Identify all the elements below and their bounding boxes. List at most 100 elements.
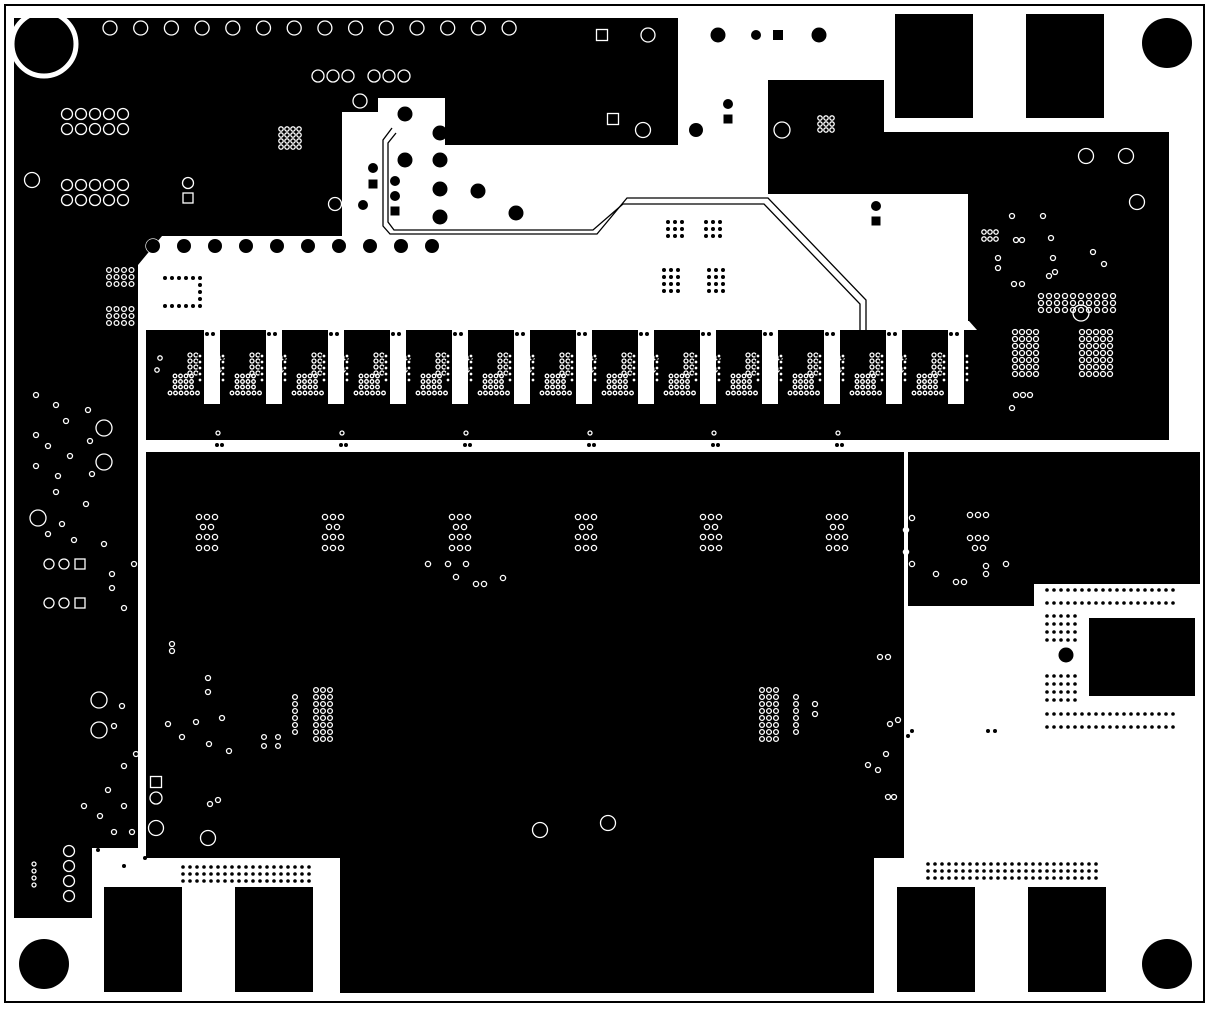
thermal-via: [666, 227, 670, 231]
thermal-via: [860, 384, 865, 390]
thermal-via: [364, 373, 369, 379]
small-via: [120, 305, 128, 313]
stitch-via: [319, 686, 327, 694]
thermal-via: [477, 390, 483, 396]
stitch-via: [452, 523, 460, 531]
small-via: [1047, 234, 1055, 242]
stitch-via: [195, 879, 199, 883]
stitch-via: [715, 533, 723, 541]
stitch-via: [996, 869, 1000, 873]
stitch-via: [587, 443, 591, 447]
thermal-via: [933, 384, 938, 390]
edge-via: [577, 332, 581, 336]
stitch-via: [758, 686, 766, 694]
small-via: [128, 319, 135, 327]
small-via: [650, 367, 656, 373]
stitch-via: [329, 533, 337, 541]
thermal-via: [550, 384, 555, 390]
thermal-via: [736, 379, 741, 384]
thermal-via: [601, 390, 607, 396]
small-via: [1018, 328, 1026, 336]
stitch-via: [1010, 876, 1014, 880]
stitch-via: [833, 544, 841, 552]
thermal-via: [198, 283, 202, 287]
thermal-via: [685, 379, 690, 384]
thermal-via: [815, 390, 820, 396]
stitch-via: [772, 700, 780, 708]
thermal-via: [443, 390, 448, 396]
pad-row-black: [332, 239, 346, 253]
mounting-pad: [599, 814, 617, 832]
stitch-via: [940, 869, 944, 873]
thermal-via: [931, 364, 937, 370]
thermal-via-open: [693, 353, 699, 359]
stitch-via: [1115, 601, 1119, 605]
thermal-via: [683, 370, 689, 376]
stitch-via: [1066, 698, 1070, 702]
stitch-via: [1073, 614, 1077, 618]
thermal-pad-strip: [390, 330, 406, 404]
stitch-via: [499, 574, 507, 582]
edge-via: [707, 332, 711, 336]
stitch-via: [1059, 725, 1063, 729]
thermal-via: [871, 390, 877, 396]
edge-via: [329, 332, 333, 336]
thermal-via-open: [468, 371, 474, 377]
thermal-via: [718, 220, 722, 224]
connector-pad-bottom-4: [1028, 887, 1106, 992]
thermal-via-open: [693, 377, 699, 383]
small-via: [994, 254, 1002, 262]
connector-pin: [116, 122, 130, 136]
stitch-via: [968, 862, 972, 866]
thermal-via: [358, 384, 364, 390]
small-via: [1078, 342, 1086, 350]
thermal-via: [877, 390, 882, 396]
stitch-via: [1073, 712, 1077, 716]
small-via: [113, 273, 120, 281]
connector-pin: [74, 107, 88, 121]
thermal-via: [189, 390, 195, 396]
thermal-via-open: [716, 365, 722, 371]
header-pin: [194, 20, 210, 36]
small-via: [128, 312, 135, 320]
stitch-via: [1080, 876, 1084, 880]
stitch-via: [833, 513, 841, 521]
stitch-via: [979, 544, 987, 552]
small-via: [1025, 335, 1033, 343]
thermal-via: [736, 390, 742, 396]
stitch-via: [574, 513, 582, 521]
stitch-via: [1080, 725, 1084, 729]
stitch-via: [792, 700, 800, 708]
small-via: [993, 236, 999, 242]
small-via: [817, 121, 823, 127]
stitch-via: [1052, 682, 1056, 686]
stitch-via: [940, 876, 944, 880]
stitch-via: [772, 714, 780, 722]
thermal-via: [163, 276, 167, 280]
thermal-via-open: [716, 353, 722, 359]
stitch-via: [1059, 690, 1063, 694]
small-via: [526, 367, 532, 373]
thermal-via: [297, 390, 302, 396]
thermal-via: [431, 379, 437, 384]
small-via: [1061, 292, 1069, 300]
small-via: [836, 367, 842, 373]
stitch-via: [954, 869, 958, 873]
stitch-via: [825, 513, 833, 521]
thermal-via: [369, 384, 375, 390]
small-via: [128, 273, 135, 281]
small-via: [1061, 299, 1069, 307]
small-via: [1045, 299, 1053, 307]
small-via: [1008, 212, 1016, 220]
thermal-via-open: [817, 359, 823, 365]
thermal-via: [869, 364, 875, 370]
thermal-via: [669, 289, 673, 293]
small-via: [1101, 299, 1109, 307]
stitch-via: [772, 728, 780, 736]
stitch-via: [286, 879, 290, 883]
thermal-via-open: [321, 365, 327, 371]
stitch-via: [1150, 725, 1154, 729]
pad-row-black: [270, 239, 284, 253]
small-via: [823, 127, 829, 133]
thermal-via: [555, 384, 561, 390]
